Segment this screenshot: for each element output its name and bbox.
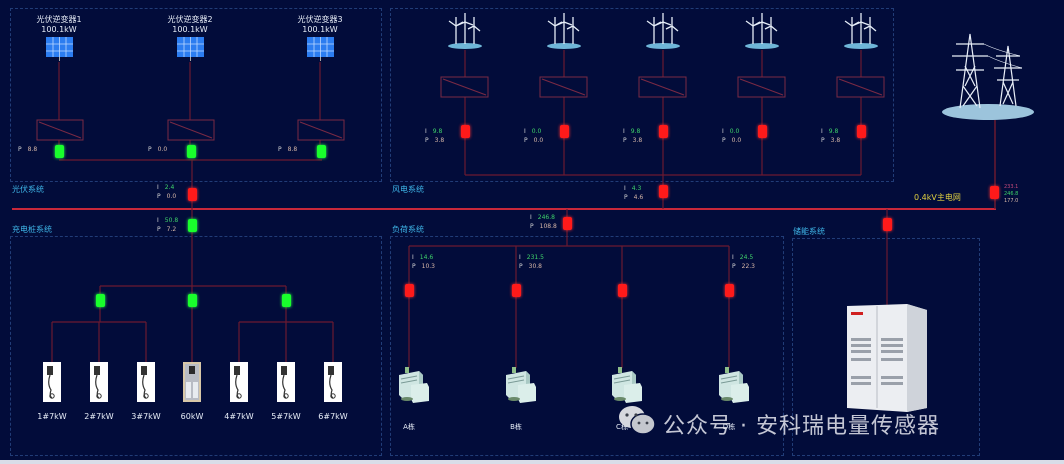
- section-label-charging: 充电桩系统: [12, 225, 52, 234]
- ac-charger-icon: [90, 362, 108, 402]
- section-label-wind: 风电系统: [392, 185, 424, 194]
- load-label: D栋: [722, 423, 736, 431]
- breaker[interactable]: [758, 125, 767, 138]
- pv-inverter-rating: 100.1kW: [172, 25, 208, 34]
- wind-converters: [440, 76, 885, 98]
- breaker[interactable]: [187, 145, 196, 158]
- breaker[interactable]: [405, 284, 414, 297]
- building-load-icon: [399, 367, 429, 403]
- energy-storage-cabinet-icon[interactable]: [847, 302, 929, 412]
- load-label: C栋: [616, 423, 628, 431]
- charging-main-breaker[interactable]: [188, 219, 197, 232]
- grid-label: 0.4kV主电网: [914, 193, 961, 202]
- load-panel: [390, 236, 784, 456]
- breaker[interactable]: [560, 125, 569, 138]
- charger-label: 3#7kW: [131, 412, 161, 421]
- breaker[interactable]: [618, 284, 627, 297]
- building-load-icon: [719, 367, 749, 403]
- pv-inverter-rating: 100.1kW: [41, 25, 77, 34]
- load-label: A栋: [403, 423, 415, 431]
- breaker[interactable]: [659, 125, 668, 138]
- charger-label: 4#7kW: [224, 412, 254, 421]
- transmission-tower-icon: [942, 33, 1034, 120]
- building-load-icon: [612, 367, 642, 403]
- pv-inverter-name: 光伏逆变器2: [167, 15, 213, 24]
- ac-charger-icon: [324, 362, 342, 402]
- dc-charger-icon: [183, 362, 201, 402]
- ac-charger-icon: [277, 362, 295, 402]
- wind-turbine-icon: [646, 13, 680, 49]
- ac-charger-icon: [230, 362, 248, 402]
- bottom-strip: [0, 460, 1064, 464]
- load-main-breaker[interactable]: [563, 217, 572, 230]
- storage-panel: [792, 238, 980, 456]
- breaker[interactable]: [461, 125, 470, 138]
- charger-label: 60kW: [180, 412, 204, 421]
- wind-turbine-icon: [844, 13, 878, 49]
- wind-turbine-icon: [745, 13, 779, 49]
- section-label-storage: 储能系统: [793, 227, 825, 236]
- wind-panel: [390, 8, 894, 182]
- ac-charger-icon: [43, 362, 61, 402]
- breaker[interactable]: [725, 284, 734, 297]
- breaker[interactable]: [55, 145, 64, 158]
- pv-inverter-rating: 100.1kW: [302, 25, 338, 34]
- pv-inverter-name: 光伏逆变器3: [297, 15, 343, 24]
- watermark-text: 公众号 · 安科瑞电量传感器: [663, 414, 940, 439]
- charger-label: 1#7kW: [37, 412, 67, 421]
- charging-branch-breaker-1[interactable]: [96, 294, 105, 307]
- breaker[interactable]: [512, 284, 521, 297]
- charging-branch-breaker-3[interactable]: [282, 294, 291, 307]
- load-label: B栋: [510, 423, 522, 431]
- charger-label: 6#7kW: [318, 412, 348, 421]
- ac-charger-icon: [137, 362, 155, 402]
- breaker[interactable]: [317, 145, 326, 158]
- section-label-load: 负荷系统: [392, 225, 424, 234]
- solar-panel-icon: [177, 37, 204, 61]
- wind-main-breaker[interactable]: [659, 185, 668, 198]
- charger-label: 5#7kW: [271, 412, 301, 421]
- charger-label: 2#7kW: [84, 412, 114, 421]
- pv-wiring: [58, 62, 322, 209]
- grid-main-breaker[interactable]: [990, 186, 999, 199]
- solar-panel-icon: [46, 37, 73, 61]
- pv-inverter-name: 光伏逆变器1: [36, 15, 82, 24]
- load-wiring: [408, 209, 730, 368]
- charging-panel: [10, 236, 382, 456]
- pv-converters: [36, 119, 345, 141]
- breaker[interactable]: [857, 125, 866, 138]
- wechat-icon: [619, 406, 656, 435]
- storage-breaker[interactable]: [883, 218, 892, 231]
- solar-panel-icon: [307, 37, 334, 61]
- building-load-icon: [506, 367, 536, 403]
- wind-turbine-icon: [547, 13, 581, 49]
- wind-turbine-icon: [448, 13, 482, 49]
- pv-panel: [10, 8, 382, 182]
- charging-branch-breaker-2[interactable]: [188, 294, 197, 307]
- pv-main-breaker[interactable]: [188, 188, 197, 201]
- section-label-pv: 光伏系统: [12, 185, 44, 194]
